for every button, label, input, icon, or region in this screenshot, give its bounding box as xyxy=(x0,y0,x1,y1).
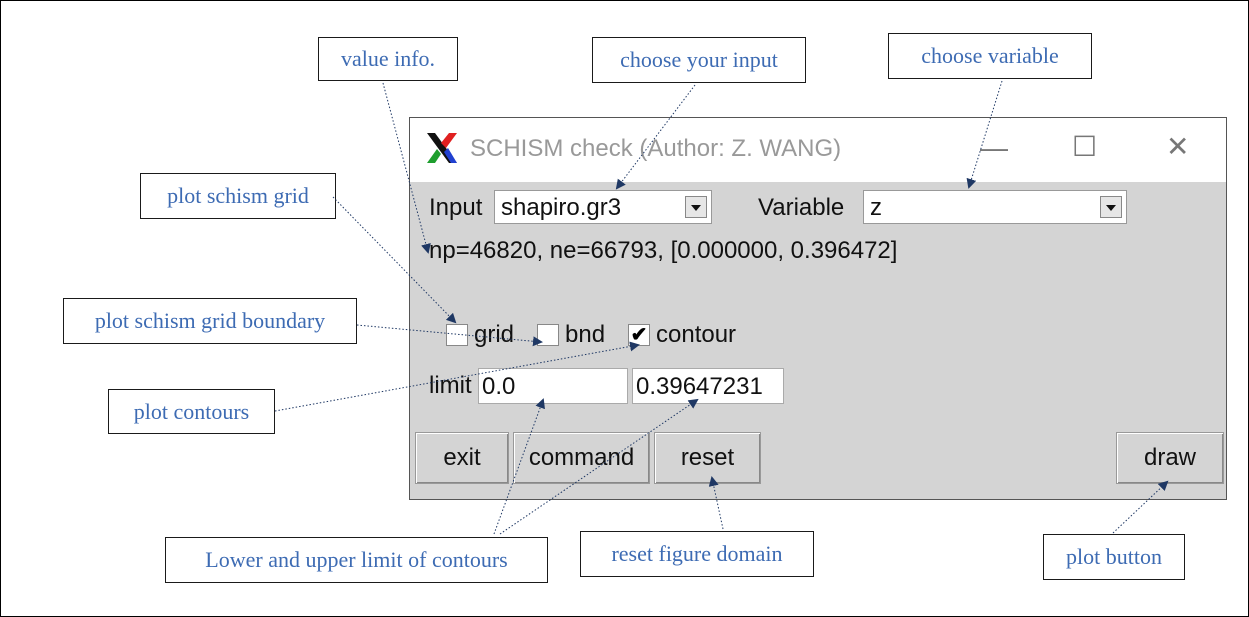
callout-value-info: value info. xyxy=(318,37,458,81)
variable-select[interactable]: z xyxy=(863,190,1127,224)
chevron-down-icon[interactable] xyxy=(685,196,707,218)
close-icon[interactable]: ✕ xyxy=(1166,131,1190,162)
bnd-checkbox[interactable] xyxy=(537,324,559,346)
limit-label: limit xyxy=(429,372,472,399)
variable-label: Variable xyxy=(758,194,845,221)
callout-limits: Lower and upper limit of contours xyxy=(165,537,548,583)
callout-plot-contours: plot contours xyxy=(108,389,275,434)
checkmark-icon: ✔ xyxy=(630,324,648,346)
window-title: SCHISM check (Author: Z. WANG) xyxy=(470,135,842,162)
exit-button[interactable]: exit xyxy=(415,432,509,484)
callout-plot-button: plot button xyxy=(1043,534,1185,580)
chevron-down-icon[interactable] xyxy=(1100,196,1122,218)
bnd-checkbox-label: bnd xyxy=(565,321,606,348)
callout-plot-grid: plot schism grid xyxy=(140,173,336,219)
grid-checkbox[interactable] xyxy=(446,324,468,346)
maximize-icon[interactable]: ☐ xyxy=(1072,131,1098,162)
upper-limit-value: 0.39647231 xyxy=(636,373,763,400)
reset-button[interactable]: reset xyxy=(654,432,761,484)
draw-button[interactable]: draw xyxy=(1116,432,1224,484)
input-select[interactable]: shapiro.gr3 xyxy=(494,190,712,224)
variable-select-value: z xyxy=(870,194,882,221)
callout-choose-input: choose your input xyxy=(592,37,806,83)
minimize-icon[interactable]: — xyxy=(980,132,1008,163)
callout-choose-variable: choose variable xyxy=(888,33,1092,79)
grid-checkbox-label: grid xyxy=(474,321,515,348)
lower-limit-input[interactable]: 0.0 xyxy=(478,368,628,404)
callout-plot-boundary: plot schism grid boundary xyxy=(63,298,357,344)
lower-limit-value: 0.0 xyxy=(482,373,516,400)
title-bar: SCHISM check (Author: Z. WANG) — ☐ ✕ xyxy=(410,118,1226,182)
callout-reset-domain: reset figure domain xyxy=(580,531,814,577)
contour-checkbox-label: contour xyxy=(656,321,737,348)
command-button[interactable]: command xyxy=(513,432,650,484)
x-logo-icon xyxy=(427,133,457,163)
schism-check-window: SCHISM check (Author: Z. WANG) — ☐ ✕ Inp… xyxy=(409,117,1227,500)
input-select-value: shapiro.gr3 xyxy=(501,194,622,221)
upper-limit-input[interactable]: 0.39647231 xyxy=(632,368,784,404)
contour-checkbox[interactable]: ✔ xyxy=(628,324,650,346)
value-info-text: np=46820, ne=66793, [0.000000, 0.396472] xyxy=(429,237,898,264)
input-label: Input xyxy=(429,194,483,221)
